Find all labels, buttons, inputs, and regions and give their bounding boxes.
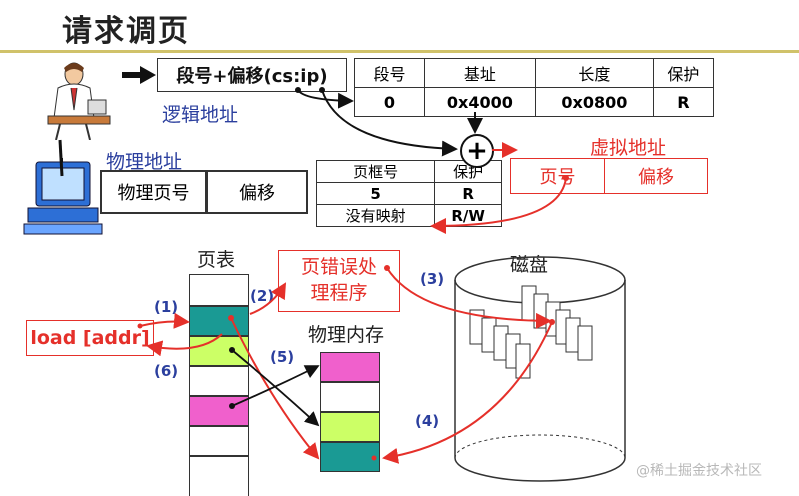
- disk-cylinder: [454, 256, 626, 482]
- page-table-entry: [189, 396, 249, 426]
- segment-cell: 0: [354, 87, 425, 117]
- physical-page-number-text: 物理页号: [117, 183, 190, 204]
- page-frame-cell: 没有映射: [315, 204, 436, 227]
- person-at-desk-icon: [47, 62, 111, 140]
- adder-circle: +: [460, 134, 494, 168]
- page-fault-handler-box: 页错误处 理程序: [278, 250, 400, 312]
- virtual-page-number-cell: 页号: [510, 158, 605, 194]
- page-title: 请求调页: [62, 14, 190, 49]
- magenta-entry-to-frame-arrow: [231, 365, 320, 407]
- step-6-arrow: [146, 333, 223, 357]
- memory-frame: [320, 442, 380, 472]
- logical-address-box: 段号+偏移(cs:ip): [157, 58, 347, 92]
- segment-cell: R: [652, 87, 715, 117]
- lime-entry-to-frame-arrow: [231, 349, 320, 427]
- step-5-arrow: [230, 317, 320, 460]
- page-table-label: 页表: [197, 249, 236, 271]
- virtual-offset-text: 偏移: [638, 167, 674, 188]
- step-1-label: (1): [154, 298, 179, 316]
- step-5-label: (5): [270, 348, 295, 366]
- physical-offset-text: 偏移: [239, 183, 275, 204]
- plus-sign: +: [466, 136, 488, 166]
- page-fault-handler-text: 页错误处 理程序: [300, 256, 377, 304]
- page-table-entry: [189, 426, 249, 456]
- load-instruction-text: load [addr]: [30, 327, 150, 349]
- page-table-entry: [189, 366, 249, 396]
- page-frame-table: 页框号 保护 5 R 没有映射 R/W: [315, 160, 502, 227]
- page-table: [189, 274, 249, 496]
- physical-memory: [320, 352, 380, 472]
- watermark: @稀土掘金技术社区: [636, 463, 762, 479]
- physical-address-label: 物理地址: [106, 151, 183, 173]
- arrow-ip-to-adder: [321, 89, 458, 157]
- step-6-label: (6): [154, 362, 179, 380]
- physical-memory-label: 物理内存: [308, 324, 385, 346]
- segment-cell: 0x4000: [423, 87, 536, 117]
- virtual-offset-cell: 偏移: [604, 158, 708, 194]
- page-table-entry: [189, 274, 249, 306]
- step-2-arrow: [249, 282, 287, 315]
- memory-frame: [320, 352, 380, 382]
- memory-frame: [320, 382, 380, 412]
- virtual-address-label: 虚拟地址: [590, 137, 667, 159]
- arrow-page-to-table: [430, 177, 567, 234]
- step-3-label: (3): [420, 270, 445, 288]
- logical-address-text: 段号+偏移(cs:ip): [176, 66, 328, 87]
- segment-header-cell: 基址: [423, 58, 536, 88]
- segment-header-cell: 保护: [652, 58, 715, 88]
- step-2-label: (2): [250, 287, 275, 305]
- page-frame-cell: R/W: [434, 204, 502, 227]
- physical-offset-cell: 偏移: [206, 170, 308, 214]
- title-rule: [0, 50, 799, 53]
- step-3-arrow: [386, 267, 552, 329]
- logical-address-label: 逻辑地址: [162, 104, 239, 126]
- physical-page-number-cell: 物理页号: [100, 170, 207, 214]
- step-4-label: (4): [415, 412, 440, 430]
- memory-frame: [320, 412, 380, 442]
- step-4-arrow: [382, 321, 553, 464]
- virtual-page-number-text: 页号: [539, 167, 576, 188]
- segment-table: 段号 基址 长度 保护 0 0x4000 0x0800 R: [354, 58, 715, 117]
- step-1-arrow: [139, 312, 190, 329]
- page-frame-header: 页框号: [315, 160, 436, 183]
- right-arrow-icon: [122, 66, 156, 84]
- segment-cell: 0x0800: [534, 87, 654, 117]
- person-to-computer-line: [58, 139, 64, 177]
- page-table-entry: [189, 456, 249, 496]
- load-instruction-box: load [addr]: [26, 320, 154, 356]
- disk-label: 磁盘: [510, 254, 549, 276]
